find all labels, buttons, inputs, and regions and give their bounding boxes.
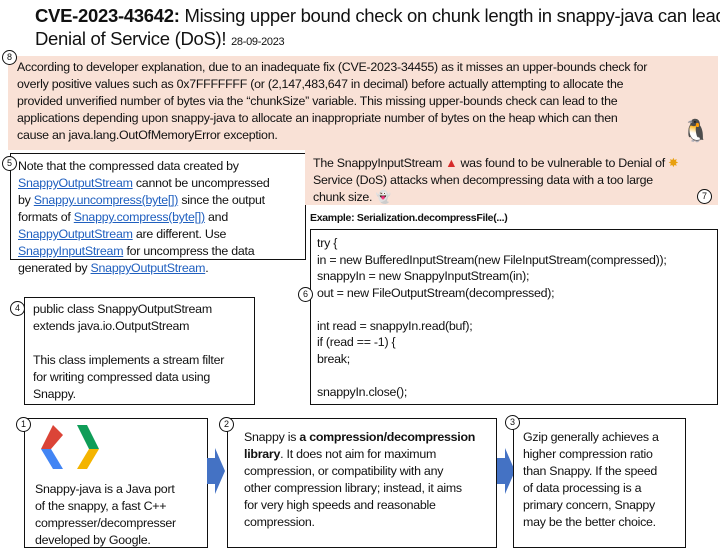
cve-id: CVE-2023-43642: [35,5,180,26]
step-number-2: 2 [219,417,234,432]
step-number-6: 6 [298,287,313,302]
link-snappy-uncompress[interactable]: Snappy.uncompress(byte[]) [33,193,179,207]
cartoon-character-icon: 🐧 [682,118,710,143]
code-line [317,367,717,384]
code-line: in = new BufferedInputStream(new FileInp… [317,252,667,267]
arrow-right-icon [207,448,225,494]
text: Service (DoS) attacks when decompressing… [313,173,653,187]
text-line: of the snappy, a fast C++ [35,499,167,513]
step3-box: Gzip generally achieves a higher compres… [513,418,686,548]
title-text-2: Denial of Service (DoS)! [35,28,232,49]
step-number-8: 8 [2,50,17,65]
note-box: Note that the compressed data created by… [10,153,306,275]
text: formats of [18,210,74,224]
link-snappy-compress[interactable]: Snappy.compress(byte[]) [73,210,205,224]
text-line: overly positive values such as 0x7FFFFFF… [17,77,624,91]
bold-text: a compression/decompression [299,430,476,444]
class-description-box: public class SnappyOutputStream extends … [24,297,255,405]
step1-box: Snappy-java is a Java port of the snappy… [24,418,208,548]
text-line: cause an java.lang.OutOfMemoryError exce… [17,128,278,142]
text: cannot be uncompressed [132,176,270,190]
code-line [317,301,717,318]
text: The SnappyInputStream [313,156,446,170]
step-number-1: 1 [16,417,31,432]
text: Snappy is [244,430,300,444]
code-line: snappyIn = new SnappyInputStream(in); [317,269,530,283]
date: 28-09-2023 [231,36,285,48]
text: Note that the compressed data created by [18,159,239,173]
text-line: for writing compressed data using [33,370,211,384]
warning-icon: ▲ [445,156,458,170]
title-text: Missing upper bound check on chunk lengt… [179,5,720,26]
link-snappy-output-stream[interactable]: SnappyOutputStream [18,227,133,241]
example-label: Example: Serialization.decompressFile(..… [310,212,508,224]
code-line: if (read == -1) { [317,335,396,349]
text-line: This class implements a stream filter [33,353,225,367]
text-line: for very high speeds and reasonable [244,498,436,512]
bold-text: library [244,447,281,461]
step2-box: Snappy is a compression/decompression li… [227,418,497,548]
text-line: compression. [244,515,315,529]
code-line: snappyIn.close(); [317,384,408,399]
text-line: other compression library; instead, it a… [244,481,462,495]
code-line: int read = snappyIn.read(buf); [317,318,473,333]
text: generated by [18,261,91,275]
explosion-icon: ✸ [668,156,679,170]
step-number-4: 4 [10,301,25,316]
code-line: break; [317,351,350,366]
text: since the output [178,193,265,207]
text-line: provided unverified number of bytes via … [17,94,618,108]
text-line: Gzip generally achieves a [523,430,659,444]
code-line: out = new FileOutputStream(decompressed)… [317,285,555,300]
text: . It does not aim for maximum [280,447,437,461]
arrow-right-icon [497,448,515,494]
text-line: higher compression ratio [523,447,653,461]
code-box: try { in = new BufferedInputStream(new F… [310,229,718,405]
code-block: try { in = new BufferedInputStream(new F… [317,235,717,400]
text-line: Snappy-java is a Java port [35,482,175,496]
text-line: extends java.io.OutputStream [33,319,190,333]
code-line: try { [317,236,338,250]
text-line: of data processing is a [523,481,642,495]
text: by [18,193,34,207]
text-line: compression, or compatibility with any [244,464,444,478]
text-line [33,335,254,352]
text-line: may be the better choice. [523,515,656,529]
step-number-5: 5 [2,156,17,171]
text-line: compresser/decompresser [35,516,176,530]
developer-explanation-panel: According to developer explanation, due … [8,56,718,150]
link-snappy-output-stream[interactable]: SnappyOutputStream [18,176,133,190]
text-line: developed by Google. [35,533,151,547]
text-line: applications depending upon snappy-java … [17,111,618,125]
ghost-icon: 👻 [375,190,391,204]
text: are different. Use [132,227,227,241]
text-line: Snappy. [33,387,76,401]
text: was found to be vulnerable to Denial of [457,156,665,170]
google-developers-logo [41,425,99,469]
text-line: than Snappy. If the speed [523,464,658,478]
text: chunk size. [313,190,376,204]
link-snappy-output-stream[interactable]: SnappyOutputStream [90,261,206,275]
text-line: public class SnappyOutputStream [33,302,212,316]
step-number-3: 3 [505,415,520,430]
link-snappy-input-stream[interactable]: SnappyInputStream [18,244,124,258]
text: for uncompress the data [123,244,255,258]
text: and [204,210,228,224]
text: . [205,261,209,275]
text-line: primary concern, Snappy [523,498,655,512]
vulnerability-panel: The SnappyInputStream ▲ was found to be … [305,150,718,205]
step-number-7: 7 [697,189,712,204]
text-line: According to developer explanation, due … [17,60,648,74]
page-title: CVE-2023-43642: Missing upper bound chec… [35,4,720,54]
